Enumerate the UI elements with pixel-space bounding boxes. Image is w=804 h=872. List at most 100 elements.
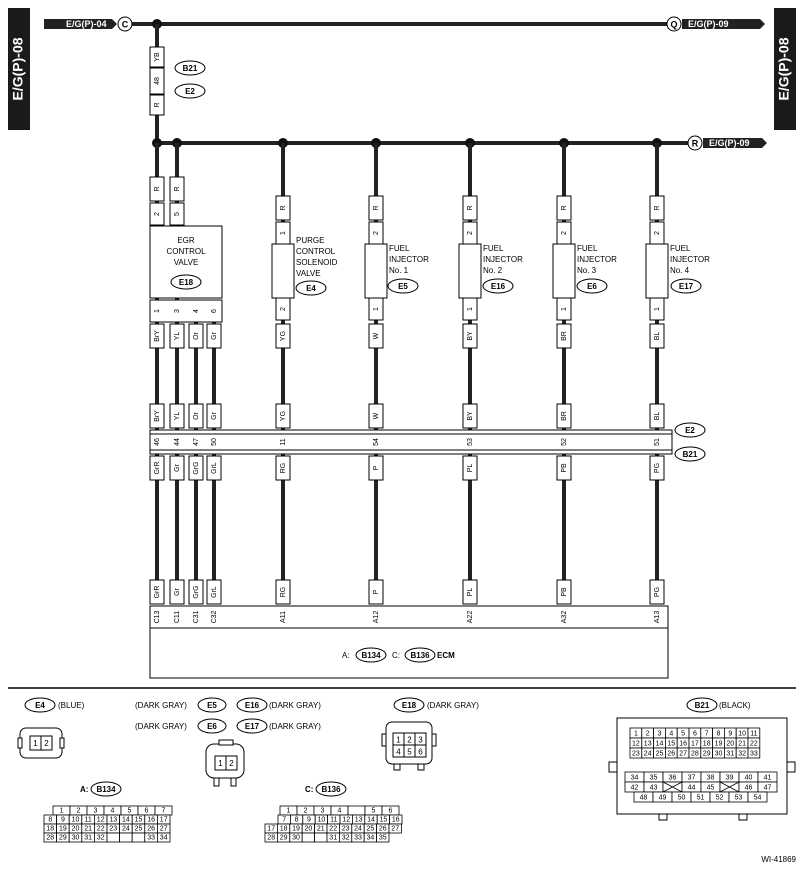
svg-text:2: 2 bbox=[407, 736, 412, 745]
b136-row-pin: 26 bbox=[379, 826, 387, 833]
svg-text:48: 48 bbox=[154, 77, 161, 85]
svg-text:1: 1 bbox=[561, 307, 568, 311]
svg-text:Gr: Gr bbox=[211, 331, 218, 339]
svg-text:47: 47 bbox=[193, 438, 200, 446]
svg-text:C32: C32 bbox=[211, 610, 218, 623]
b134-row-pin: 18 bbox=[46, 826, 54, 833]
b21-row-pin: 33 bbox=[750, 751, 758, 758]
b136-row-pin: 21 bbox=[317, 826, 325, 833]
b21-row-pin: 28 bbox=[691, 751, 699, 758]
b21-row-pin: 37 bbox=[688, 775, 696, 782]
svg-text:VALVE: VALVE bbox=[296, 269, 321, 278]
b134-row-pin: 20 bbox=[72, 826, 80, 833]
ref-arrow-r: R E/G(P)-09 bbox=[687, 135, 767, 151]
b21-row-pin: 13 bbox=[644, 741, 652, 748]
svg-text:RG: RG bbox=[280, 587, 287, 598]
b21-row-pin: 39 bbox=[726, 775, 734, 782]
b134-row-pin: 10 bbox=[72, 817, 80, 824]
svg-text:GrR: GrR bbox=[154, 586, 161, 599]
b136-row-pin: 32 bbox=[342, 835, 350, 842]
b21-row-pin: 46 bbox=[745, 785, 753, 792]
b21-row-pin: 10 bbox=[738, 731, 746, 738]
svg-text:A32: A32 bbox=[561, 611, 568, 624]
svg-text:50: 50 bbox=[211, 438, 218, 446]
b21-row-pin: 25 bbox=[656, 751, 664, 758]
b136-row-cell bbox=[314, 832, 328, 843]
svg-text:1: 1 bbox=[33, 739, 38, 748]
b21-row-pin: 16 bbox=[679, 741, 687, 748]
b136-row-pin: 4 bbox=[338, 808, 342, 815]
b136-row-pin: 18 bbox=[280, 826, 288, 833]
b136-row-cell bbox=[388, 823, 402, 834]
side-tab-right: E/G(P)-08 bbox=[774, 8, 796, 130]
svg-text:FUEL: FUEL bbox=[577, 244, 598, 253]
b136-row-pin: 13 bbox=[355, 817, 363, 824]
figure-id: WI-41869 bbox=[761, 855, 796, 864]
b21-row-pin: 8 bbox=[717, 731, 721, 738]
svg-text:1: 1 bbox=[396, 736, 401, 745]
svg-text:GrL: GrL bbox=[211, 586, 218, 598]
b134-row-pin: 11 bbox=[84, 817, 91, 824]
svg-text:A11: A11 bbox=[280, 611, 287, 623]
svg-text:CONTROL: CONTROL bbox=[296, 247, 336, 256]
b21-row-pin: 20 bbox=[726, 741, 734, 748]
side-tab-left: E/G(P)-08 bbox=[8, 8, 30, 130]
svg-text:(BLUE): (BLUE) bbox=[58, 701, 85, 710]
svg-text:44: 44 bbox=[174, 438, 181, 446]
egr-control-valve: R R 2 5 EGR CONTROL VALVE E18 1 3 4 6 Br… bbox=[149, 176, 223, 349]
b21-row-pin: 34 bbox=[631, 775, 639, 782]
b21-row-pin: 47 bbox=[764, 785, 772, 792]
b134-row-pin: 28 bbox=[46, 835, 54, 842]
b134-row-pin: 5 bbox=[128, 808, 132, 815]
b134-row-pin: 2 bbox=[77, 808, 81, 815]
b134-row-pin: 30 bbox=[72, 835, 80, 842]
svg-text:2: 2 bbox=[229, 759, 234, 768]
b136-row-cell bbox=[347, 805, 366, 816]
b134-row-pin: 25 bbox=[135, 826, 143, 833]
svg-text:4: 4 bbox=[396, 748, 401, 757]
b134-row-pin: 1 bbox=[60, 808, 64, 815]
svg-text:E17: E17 bbox=[679, 282, 694, 291]
svg-text:C13: C13 bbox=[154, 610, 161, 623]
b21-row-pin: 17 bbox=[691, 741, 699, 748]
b21-e2-feed-connector: YB 48 R bbox=[149, 46, 165, 116]
svg-text:YL: YL bbox=[174, 412, 181, 421]
b136-row-pin: 2 bbox=[304, 808, 308, 815]
svg-text:A13: A13 bbox=[654, 611, 661, 624]
svg-text:BL: BL bbox=[654, 332, 661, 341]
b21-row-pin: 23 bbox=[632, 751, 640, 758]
svg-text:BL: BL bbox=[654, 412, 661, 421]
b21-row-pin: 41 bbox=[764, 775, 772, 782]
svg-text:E5: E5 bbox=[398, 282, 408, 291]
b21-row-pin: 19 bbox=[715, 741, 723, 748]
b136-row-pin: 17 bbox=[267, 826, 275, 833]
svg-text:B21: B21 bbox=[695, 701, 710, 710]
b21-row-pin: 42 bbox=[631, 785, 639, 792]
b134-row-pin: 16 bbox=[147, 817, 155, 824]
svg-text:Gr: Gr bbox=[211, 411, 218, 419]
b136-row-pin: 3 bbox=[321, 808, 325, 815]
svg-text:PURGE: PURGE bbox=[296, 236, 324, 245]
svg-text:GrG: GrG bbox=[193, 461, 200, 474]
b136-row-pin: 34 bbox=[367, 835, 375, 842]
fuel-injector-2: R 2 1 BY FUEL INJECTOR No. 2 E16 bbox=[458, 195, 523, 349]
svg-text:A:: A: bbox=[342, 651, 350, 660]
legend-e18: E18 (DARK GRAY) 1 2 3 4 5 6 bbox=[381, 697, 479, 771]
b21-row-pin: 6 bbox=[693, 731, 697, 738]
b134-row-cell bbox=[106, 832, 121, 843]
svg-text:R: R bbox=[692, 139, 699, 149]
b21-row-cell bbox=[747, 791, 768, 803]
svg-text:R: R bbox=[174, 186, 181, 191]
b136-row-pin: 30 bbox=[292, 835, 300, 842]
b134-row-pin: 13 bbox=[109, 817, 117, 824]
svg-text:B21: B21 bbox=[683, 450, 698, 459]
b21-row-pin: 9 bbox=[728, 731, 732, 738]
b134-row-pin: 23 bbox=[109, 826, 117, 833]
b21-row-cell bbox=[757, 781, 778, 793]
b134-row-cell bbox=[131, 832, 146, 843]
svg-text:E16: E16 bbox=[245, 701, 260, 710]
svg-text:1: 1 bbox=[654, 307, 661, 311]
svg-text:53: 53 bbox=[467, 438, 474, 446]
svg-text:B136: B136 bbox=[410, 651, 430, 660]
b134-row-pin: 26 bbox=[147, 826, 155, 833]
